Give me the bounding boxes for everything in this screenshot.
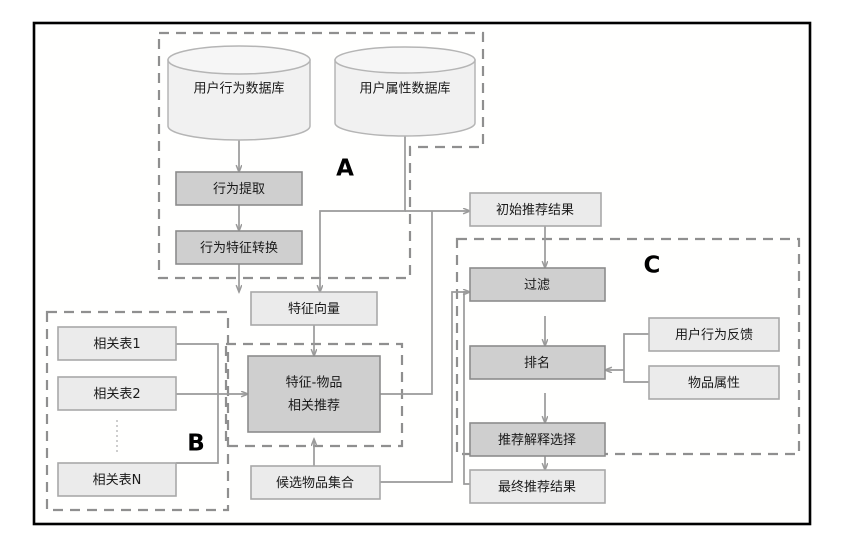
node-item-attribute-label: 物品属性 (688, 376, 740, 391)
node-relation-table-2-label: 相关表2 (93, 387, 140, 402)
node-filter[interactable]: 过滤 (469, 267, 606, 302)
node-feature-vector[interactable]: 特征向量 (250, 291, 378, 326)
connector-candidate-to-filter (380, 292, 470, 483)
node-user-attribute-db-label: 用户属性数据库 (359, 81, 450, 97)
node-relation-table-n[interactable]: 相关表N (57, 462, 177, 497)
node-behavior-feature-transform-label: 行为特征转换 (200, 241, 278, 256)
node-relation-table-2[interactable]: 相关表2 (57, 376, 177, 411)
node-rank[interactable]: 排名 (469, 345, 606, 380)
node-behavior-feature-transform[interactable]: 行为特征转换 (175, 230, 303, 265)
node-initial-recommend-result-label: 初始推荐结果 (496, 203, 574, 218)
node-relation-table-1-label: 相关表1 (93, 337, 140, 352)
node-initial-recommend-result[interactable]: 初始推荐结果 (469, 192, 602, 227)
node-feature-item-recommend[interactable]: 特征-物品 相关推荐 (247, 355, 381, 433)
node-explanation-select-label: 推荐解释选择 (498, 433, 576, 448)
node-user-behavior-db-label: 用户行为数据库 (193, 81, 284, 97)
group-c-boundary (455, 237, 801, 456)
node-relation-table-n-label: 相关表N (93, 473, 142, 488)
node-item-attribute[interactable]: 物品属性 (648, 365, 780, 400)
connector-recommend-to-initial-riser (380, 211, 433, 395)
node-final-recommend-result[interactable]: 最终推荐结果 (469, 469, 606, 504)
connector-tablen-bus (176, 394, 219, 464)
node-rank-label: 排名 (524, 355, 550, 371)
node-relation-table-1[interactable]: 相关表1 (57, 326, 177, 361)
node-user-behavior-feedback[interactable]: 用户行为反馈 (648, 317, 780, 352)
connector-feedback-bus (623, 333, 649, 370)
node-feature-item-recommend-label-line2: 相关推荐 (288, 399, 340, 414)
node-user-behavior-db[interactable]: 用户行为数据库 (167, 45, 311, 141)
group-b-letter: B (187, 431, 205, 457)
group-a-boundary (157, 31, 485, 280)
group-a-letter: A (336, 156, 354, 182)
connector-attrdb-to-featurevector (320, 136, 406, 292)
node-user-attribute-db[interactable]: 用户属性数据库 (334, 46, 476, 137)
connector-itemattr-bus (623, 370, 649, 383)
node-behavior-extract[interactable]: 行为提取 (175, 171, 303, 206)
group-b-boundary (45, 310, 230, 512)
node-final-recommend-result-label: 最终推荐结果 (498, 479, 576, 495)
node-feature-item-recommend-label-line1: 特征-物品 (286, 376, 343, 391)
node-candidate-item-set-label: 候选物品集合 (276, 475, 354, 491)
group-c-letter: C (644, 253, 661, 279)
node-explanation-select[interactable]: 推荐解释选择 (469, 422, 606, 457)
node-filter-label: 过滤 (524, 278, 550, 293)
node-behavior-extract-label: 行为提取 (213, 181, 265, 197)
connector-table1-bus (176, 343, 219, 394)
node-candidate-item-set[interactable]: 候选物品集合 (250, 465, 381, 500)
node-user-behavior-feedback-label: 用户行为反馈 (675, 327, 753, 343)
node-feature-vector-label: 特征向量 (288, 301, 340, 317)
